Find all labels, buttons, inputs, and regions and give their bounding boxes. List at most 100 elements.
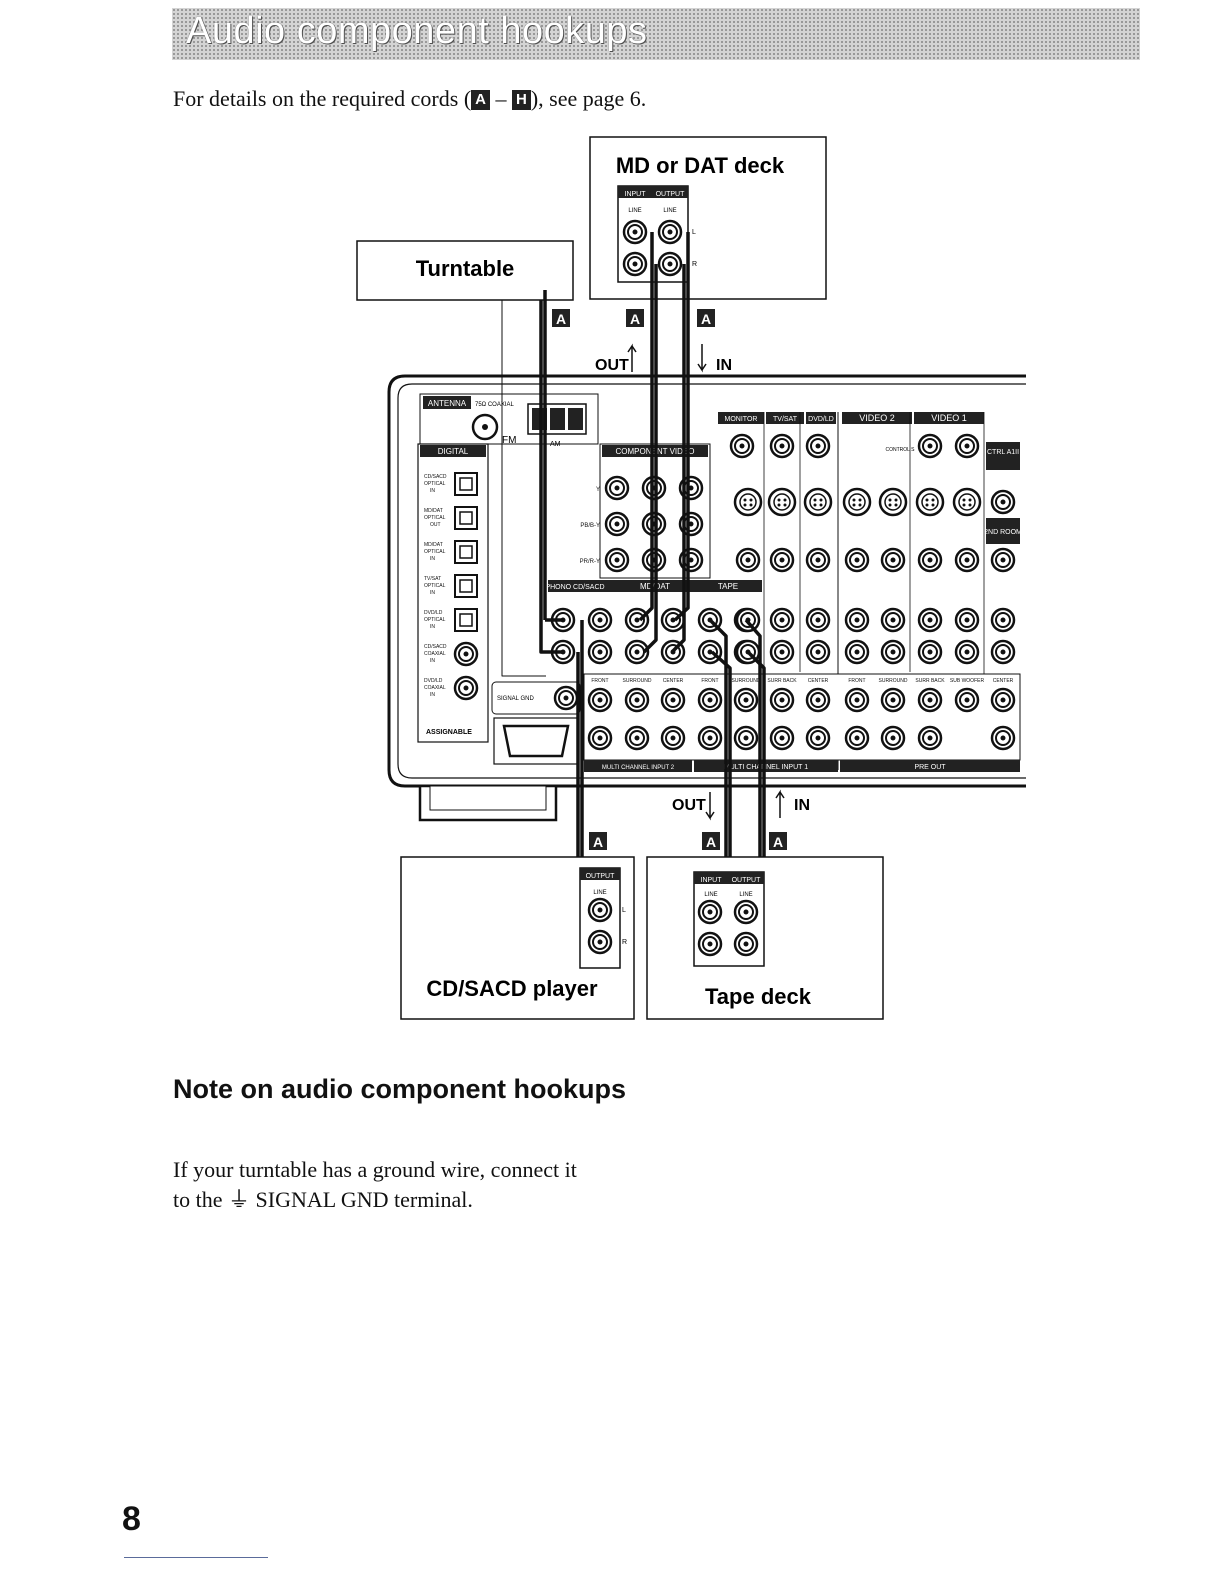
video-group-label: VIDEO 2 <box>859 413 895 423</box>
note-body: If your turntable has a ground wire, con… <box>173 1155 633 1215</box>
md-dat-deck: MD or DAT deck INPUT OUTPUT LINE LINE L … <box>589 136 827 300</box>
coaxial-input-jack <box>453 641 479 667</box>
receiver-rear-panel: ANTENNA 75Ω COAXIAL FM AM DIGITAL CD/SAC… <box>387 374 1026 822</box>
in-arrow-lower-icon <box>775 789 785 818</box>
note-body-line-1: If your turntable has a ground wire, con… <box>173 1157 577 1182</box>
audio-jack <box>990 607 1016 633</box>
ctrl-a1-label: CTRL A1II <box>987 449 1019 456</box>
cord-label-a: A <box>701 311 711 327</box>
digital-input-type: OPTICAL <box>424 481 446 487</box>
digital-input-type: COAXIAL <box>424 685 446 691</box>
component-video-jack <box>604 547 630 573</box>
audio-jack <box>844 607 870 633</box>
digital-input-type: OPTICAL <box>424 515 446 521</box>
audio-jack <box>844 639 870 665</box>
video-jack <box>769 547 795 573</box>
multi-channel-jack <box>805 725 831 751</box>
multi-channel-jack <box>805 687 831 713</box>
cord-label-a: A <box>556 311 566 327</box>
am-label: AM <box>550 441 561 448</box>
intro-dash: – <box>489 86 512 111</box>
digital-input-type: OPTICAL <box>424 583 446 589</box>
in-label-lower: IN <box>794 797 810 814</box>
digital-input-dir: OUT <box>430 522 441 528</box>
multi-channel-jack <box>733 725 759 751</box>
md-dat-in-r-jack <box>622 251 648 277</box>
md-dat-line-label-2: LINE <box>663 208 676 214</box>
digital-input-dir: IN <box>430 488 435 494</box>
audio-group-label: PHONO CD/SACD <box>545 584 604 591</box>
video-jack <box>880 547 906 573</box>
tape-out-r-jack <box>733 931 759 957</box>
tape-deck-title: Tape deck <box>705 984 812 1009</box>
digital-input-name: MD/DAT <box>424 542 443 548</box>
digital-input-dir: IN <box>430 692 435 698</box>
digital-input-dir: IN <box>430 590 435 596</box>
audio-jack <box>880 607 906 633</box>
audio-group-label: TAPE <box>718 582 738 591</box>
audio-jack <box>805 607 831 633</box>
cord-label-a: A <box>630 311 640 327</box>
cord-label-a: A <box>593 834 603 850</box>
channel-label: FRONT <box>848 678 865 684</box>
s-video-jack <box>767 487 797 517</box>
multi-channel-jack <box>769 725 795 751</box>
signal-gnd-terminal <box>553 685 579 711</box>
cord-label-a: A <box>706 834 716 850</box>
audio-input-jack <box>587 607 613 633</box>
optical-input-jack <box>454 506 478 530</box>
signal-gnd-label: SIGNAL GND <box>497 696 534 702</box>
multi-channel-jack <box>660 687 686 713</box>
rs232-port <box>502 724 570 758</box>
md-dat-out-l-jack <box>657 219 683 245</box>
optical-input-jack <box>454 472 478 496</box>
md-dat-output-label: OUTPUT <box>656 191 686 198</box>
s-video-jack <box>733 487 763 517</box>
component-video-row-label: PR/R-Y <box>580 559 600 565</box>
multi-channel-jack <box>844 687 870 713</box>
cord-letter-first: A <box>471 90 490 110</box>
tape-in-r-jack <box>697 931 723 957</box>
channel-label: FRONT <box>701 678 718 684</box>
cord-letter-last: H <box>511 90 531 110</box>
md-dat-out-r-jack <box>657 251 683 277</box>
component-video-row-label: PB/B-Y <box>580 523 600 529</box>
multi-channel-jack <box>697 687 723 713</box>
out-arrow-lower-icon <box>705 792 715 821</box>
video-group-label: MONITOR <box>725 416 758 423</box>
component-video-jack <box>641 475 667 501</box>
multi-channel-jack <box>844 725 870 751</box>
digital-input-name: MD/DAT <box>424 508 443 514</box>
cd-ch-l: L <box>622 907 626 914</box>
video-jack <box>954 547 980 573</box>
component-video-jack <box>641 511 667 537</box>
audio-jack <box>954 639 980 665</box>
multi-channel-jack <box>954 687 980 713</box>
channel-label: SURROUND <box>879 678 908 684</box>
tape-line-label-2: LINE <box>739 892 752 898</box>
audio-jack <box>954 607 980 633</box>
cd-sacd-title: CD/SACD player <box>426 976 598 1001</box>
intro-suffix: ), see page 6. <box>530 86 647 111</box>
video-jack <box>990 547 1016 573</box>
s-video-jack <box>915 487 945 517</box>
multi-channel-jack <box>917 687 943 713</box>
multi-channel-jack <box>917 725 943 751</box>
page-number: 8 <box>122 1500 141 1538</box>
digital-input-dir: IN <box>430 556 435 562</box>
channel-label: CENTER <box>808 678 829 684</box>
tape-line-label-1: LINE <box>704 892 717 898</box>
multi-channel-jack <box>697 725 723 751</box>
multi-channel-jack <box>880 687 906 713</box>
multi-channel-jack <box>660 725 686 751</box>
audio-input-jack <box>624 607 650 633</box>
video-top-jack <box>954 433 980 459</box>
tape-output-label: OUTPUT <box>732 877 762 884</box>
digital-inputs: CD/SACDOPTICALINMD/DATOPTICALOUTMD/DATOP… <box>424 472 479 701</box>
multi-channel-input-1-label: MULTI CHANNEL INPUT 1 <box>724 764 808 771</box>
intro-text: For details on the required cords (A – H… <box>173 86 646 112</box>
control-s-label: CONTROL S <box>886 447 916 453</box>
digital-input-dir: IN <box>430 658 435 664</box>
component-video-jack <box>604 511 630 537</box>
